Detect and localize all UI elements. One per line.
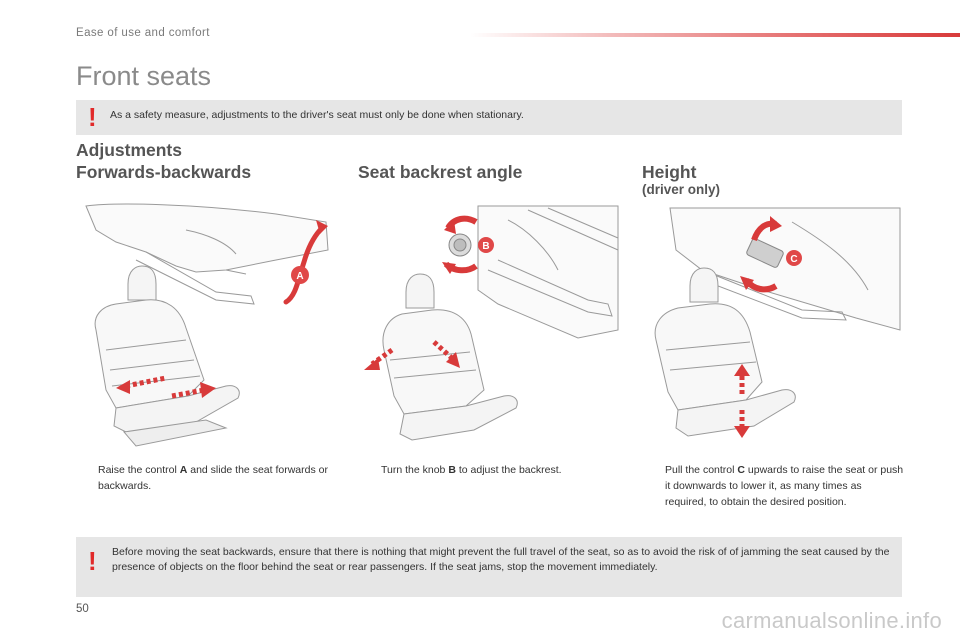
svg-text:A: A (296, 271, 303, 282)
safety-note-bottom-text: Before moving the seat backwards, ensure… (112, 546, 890, 573)
forwards-backwards-illustration: A (85, 203, 329, 447)
page-title: Front seats (76, 61, 212, 91)
instruction-text: Pull the control C upwards to raise the … (665, 464, 904, 508)
exclamation-icon: ! (88, 546, 97, 576)
backrest-angle-illustration: B (364, 205, 619, 441)
adjustments-heading: Adjustments (76, 140, 182, 160)
svg-text:B: B (482, 241, 489, 252)
watermark: carmanualsonline.info (721, 608, 942, 633)
instruction-text: Turn the knob B to adjust the backrest. (381, 464, 562, 476)
instruction-text: Raise the control A and slide the seat f… (98, 464, 328, 492)
header-accent-line (470, 33, 960, 37)
safety-note-bottom: ! Before moving the seat backwards, ensu… (76, 537, 902, 597)
height-title: Height (642, 162, 697, 182)
svg-text:C: C (790, 254, 797, 265)
page-number: 50 (76, 603, 89, 615)
height-illustration: C (654, 207, 901, 438)
safety-note-top-text: As a safety measure, adjustments to the … (110, 109, 524, 121)
exclamation-icon: ! (88, 102, 97, 132)
height-subtitle: (driver only) (642, 182, 721, 197)
section-label: Ease of use and comfort (76, 27, 210, 39)
safety-note-top: ! As a safety measure, adjustments to th… (76, 100, 902, 135)
forwards-backwards-title: Forwards-backwards (76, 162, 252, 182)
backrest-angle-title: Seat backrest angle (358, 162, 523, 182)
